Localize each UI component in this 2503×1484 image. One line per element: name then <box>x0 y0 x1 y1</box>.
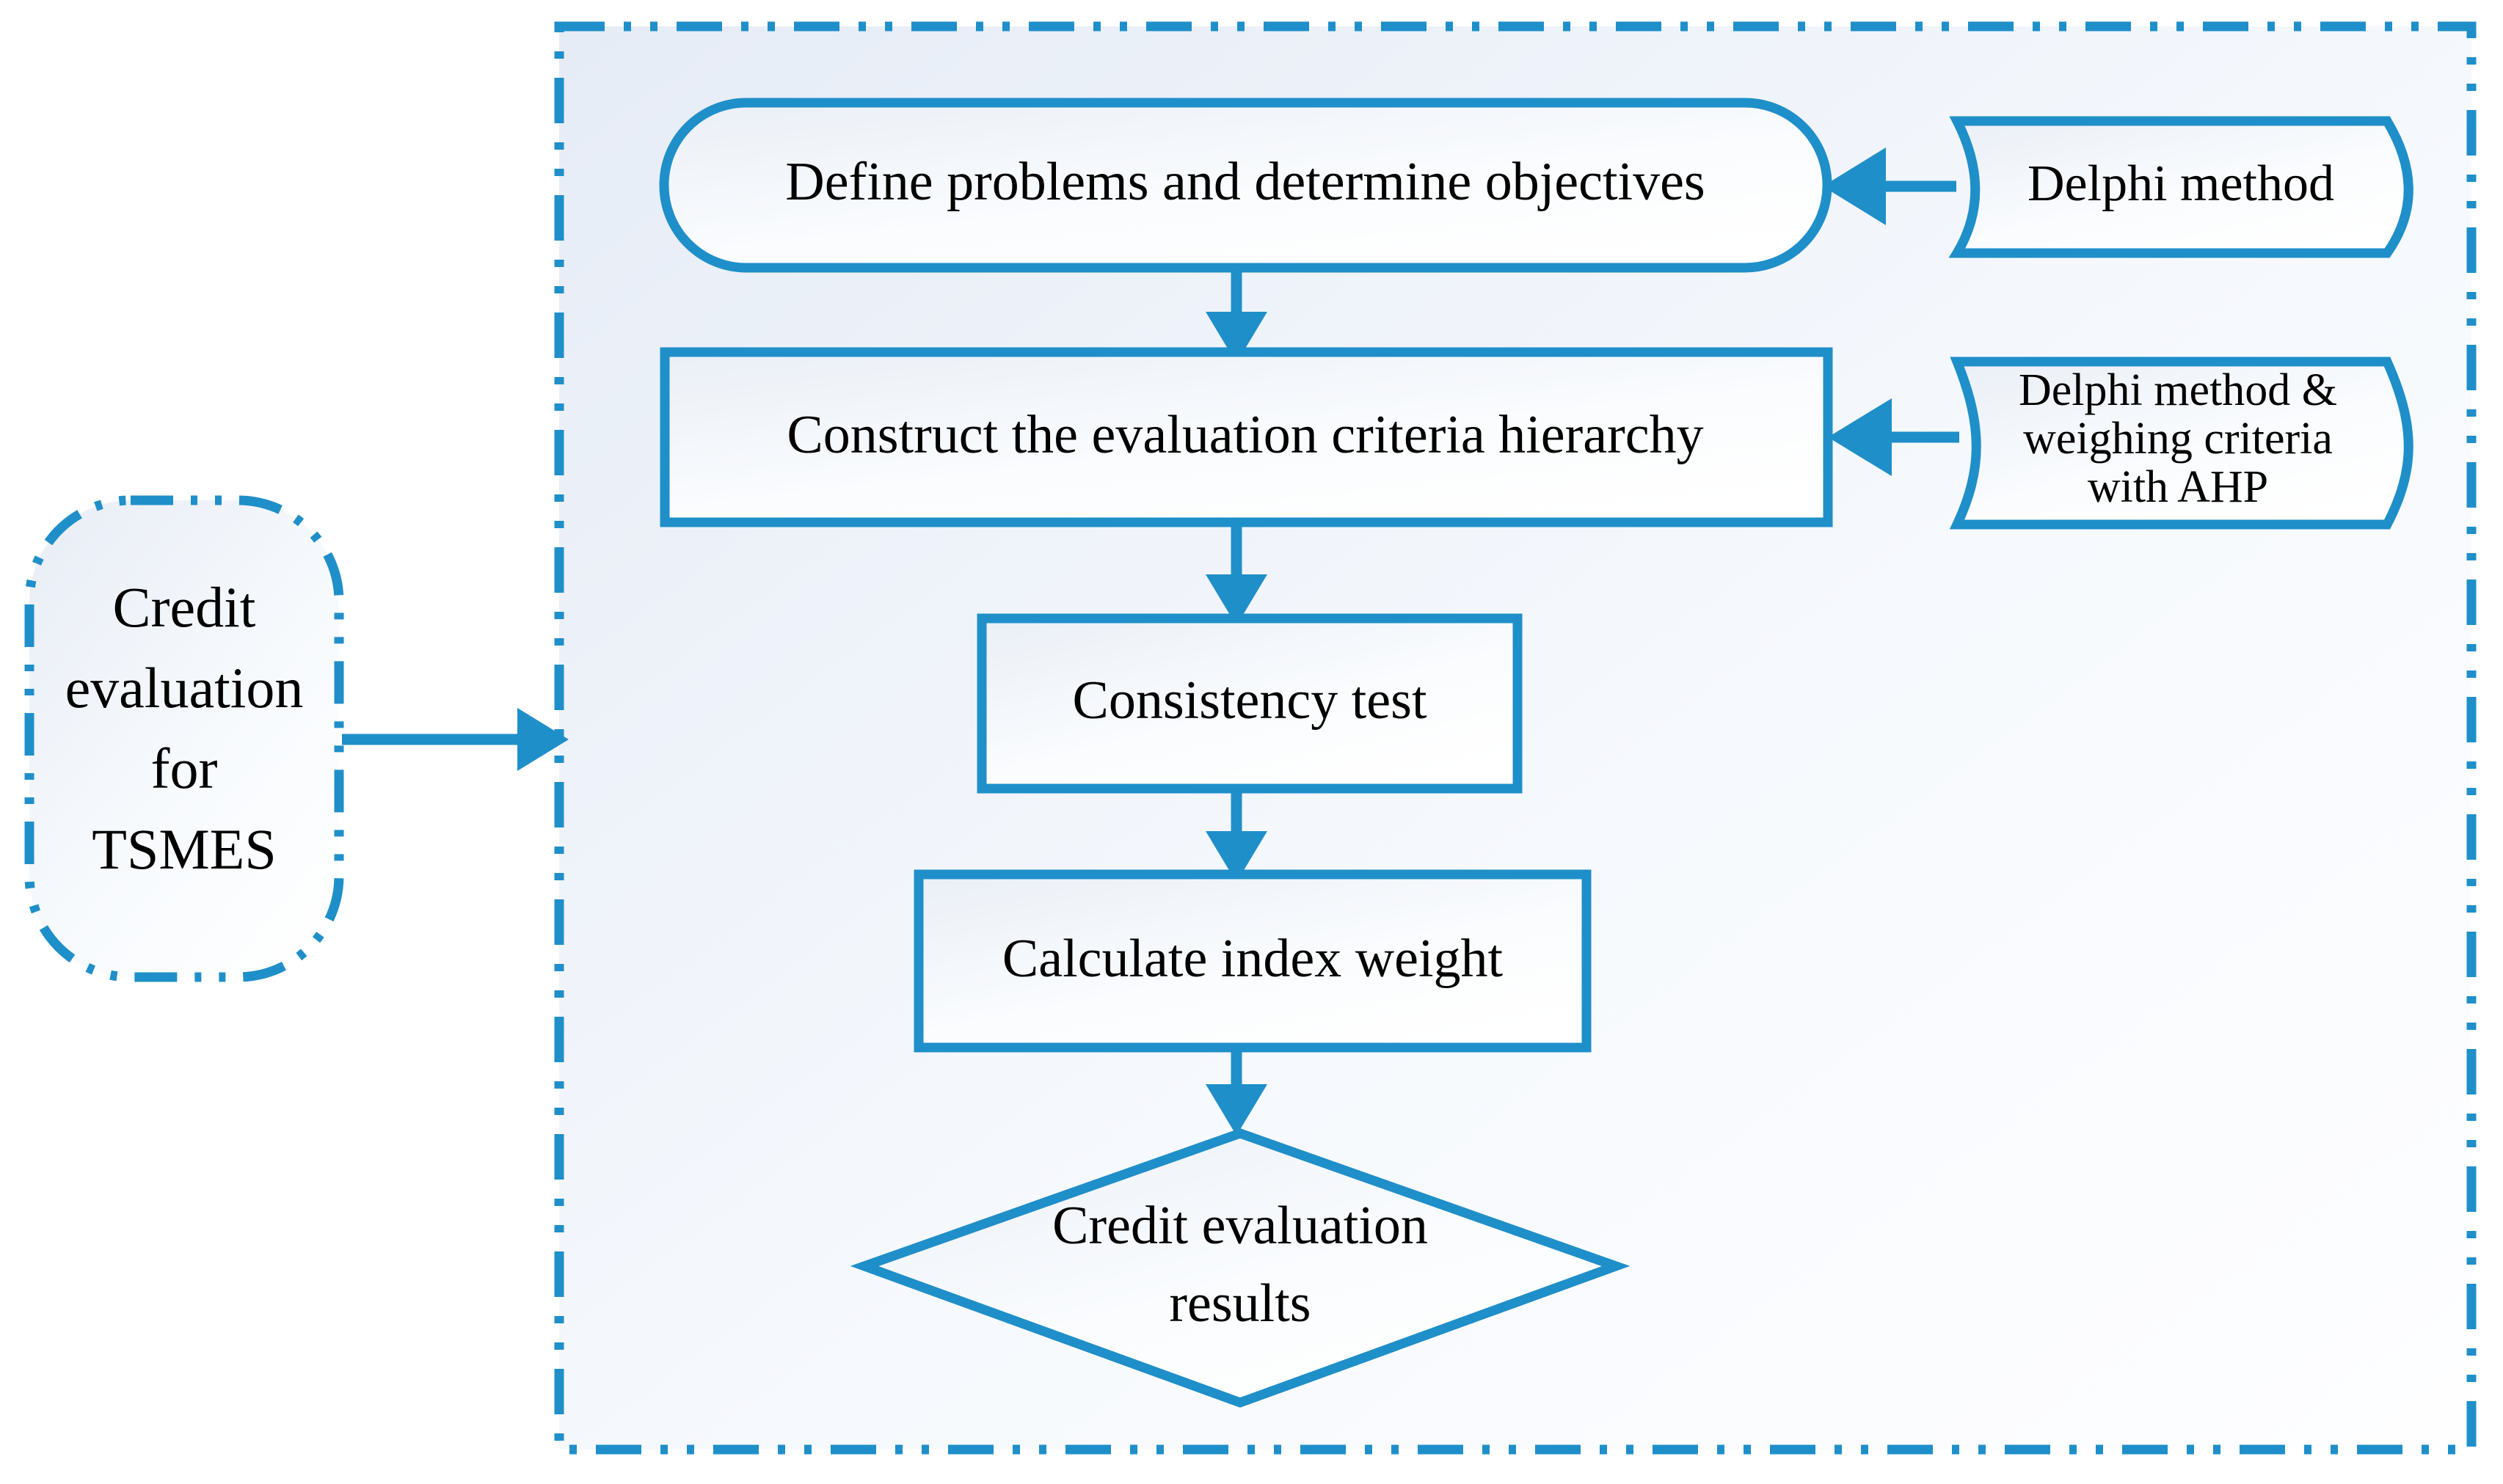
entry-node-line-2: evaluation <box>65 656 304 720</box>
connector-5-arrowhead <box>1823 147 1886 225</box>
entry-node-dashed-border <box>24 495 344 982</box>
annotation-delphi-method[interactable]: Delphi method <box>1948 116 2413 258</box>
connector-entry-arrowhead <box>517 708 569 771</box>
annotation-delphi-shape <box>1948 116 2413 258</box>
connector-2-arrowhead <box>1206 574 1267 626</box>
entry-node-line-4: TSMES <box>92 817 276 881</box>
connector-construct-to-consistency <box>1206 522 1267 626</box>
connector-delphi-to-define <box>1823 147 1956 225</box>
connector-1-arrowhead <box>1206 312 1267 363</box>
connector-define-to-construct <box>1206 268 1267 363</box>
step-construct-hierarchy[interactable]: Construct the evaluation criteria hierar… <box>660 347 1833 527</box>
entry-node-line-3: for <box>151 736 218 800</box>
connector-entry-to-container <box>342 708 569 771</box>
connector-calculate-to-results <box>1206 1048 1267 1136</box>
annotation-delphi-ahp-line-2: weighing criteria <box>2023 414 2333 464</box>
container-dashed-border <box>554 21 2477 1455</box>
step-results-line-1: Credit evaluation <box>1052 1196 1428 1256</box>
step-consistency-test[interactable]: Consistency test <box>977 613 1523 794</box>
annotation-delphi-ahp-line-3: with AHP <box>2088 462 2268 512</box>
step-construct-label: Construct the evaluation criteria hierar… <box>787 405 1703 465</box>
step-results-line-2: results <box>1169 1273 1311 1334</box>
step-consistency-shape <box>977 613 1523 794</box>
step-calculate-index-weight[interactable]: Calculate index weight <box>914 869 1592 1053</box>
entry-node-credit-evaluation[interactable]: Credit evaluation for TSMES <box>24 495 344 982</box>
step-results-shape <box>850 1128 1631 1408</box>
entry-node-line-1: Credit <box>113 575 256 639</box>
annotation-delphi-ahp-line-1: Delphi method & <box>2019 365 2337 415</box>
connector-consistency-to-calculate <box>1206 789 1267 882</box>
connector-6-arrowhead <box>1828 398 1892 476</box>
step-calculate-label: Calculate index weight <box>1002 929 1504 989</box>
step-define-problems[interactable]: Define problems and determine objectives <box>659 98 1832 273</box>
step-define-label: Define problems and determine objectives <box>785 152 1705 212</box>
entry-node-fill <box>29 500 339 977</box>
connector-delphiahp-to-construct <box>1828 398 1959 476</box>
connector-4-arrowhead <box>1206 1084 1267 1136</box>
step-calculate-shape <box>914 869 1592 1053</box>
step-credit-evaluation-results[interactable]: Credit evaluation results <box>850 1128 1631 1408</box>
annotation-delphi-ahp-shape <box>1949 357 2413 530</box>
annotation-delphi-ahp[interactable]: Delphi method & weighing criteria with A… <box>1949 357 2413 530</box>
annotation-delphi-label: Delphi method <box>2027 156 2334 212</box>
connector-3-arrowhead <box>1206 831 1267 882</box>
step-consistency-label: Consistency test <box>1072 670 1427 731</box>
